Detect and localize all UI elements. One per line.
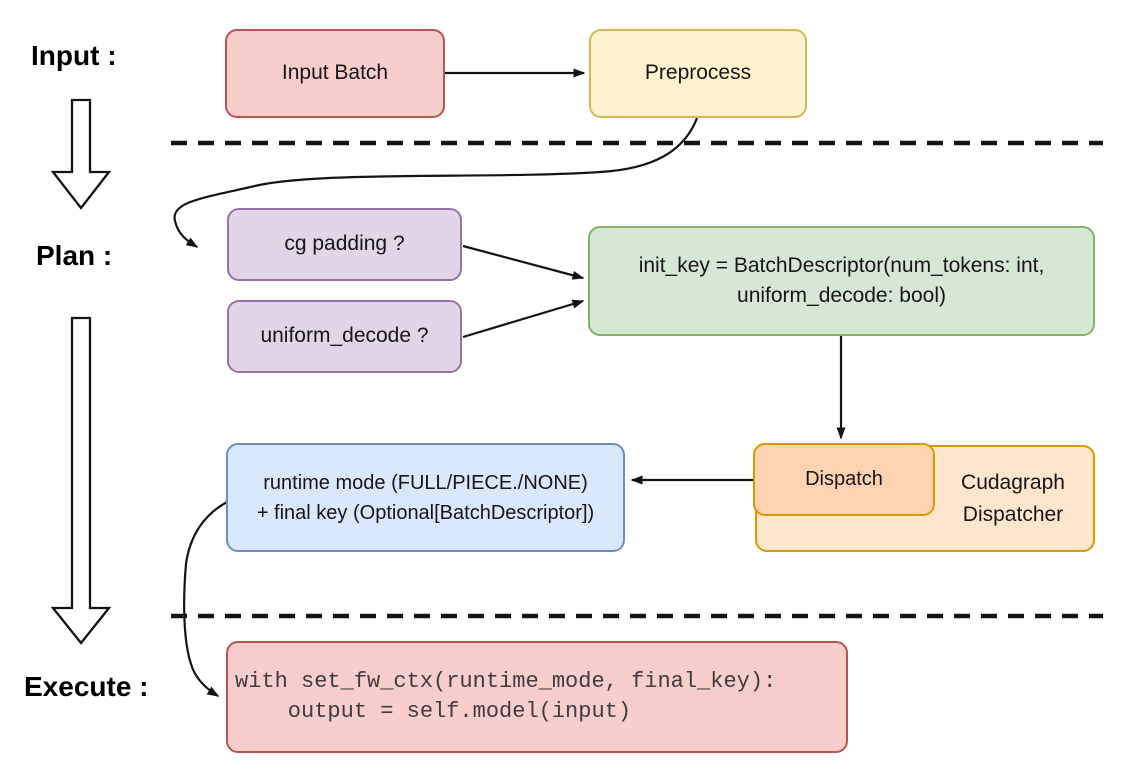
node-runtime-mode-line2: + final key (Optional[BatchDescriptor])	[256, 501, 595, 524]
node-cg-padding: cg padding ?	[227, 208, 462, 281]
arrow-uniform-decode-to-init-key	[462, 299, 585, 339]
stage-label-plan: Plan :	[36, 240, 113, 271]
node-preprocess-label: Preprocess	[644, 61, 752, 85]
node-execute-code-line2: output = self.model(input)	[235, 699, 632, 724]
node-init-key-line1: init_key = BatchDescriptor(num_tokens: i…	[638, 254, 1045, 277]
node-uniform-decode-label: uniform_decode ?	[260, 324, 429, 348]
node-uniform-decode: uniform_decode ?	[227, 300, 462, 373]
node-execute-code-line1: with set_fw_ctx(runtime_mode, final_key)…	[235, 669, 777, 694]
node-cg-padding-label: cg padding ?	[284, 232, 405, 256]
node-dispatch-label: Dispatch	[805, 468, 883, 490]
node-init-key-line2: uniform_decode: bool)	[737, 284, 946, 307]
node-cudagraph-dispatcher-line1: Cudagraph	[961, 470, 1065, 494]
node-cudagraph-dispatcher-text: Cudagraph Dispatcher	[933, 447, 1093, 550]
node-runtime-mode-line1: runtime mode (FULL/PIECE./NONE)	[263, 471, 588, 494]
stage-arrow-plan-to-execute-icon	[50, 316, 112, 645]
node-dispatch: Dispatch	[753, 443, 935, 516]
node-execute-code: with set_fw_ctx(runtime_mode, final_key)…	[226, 641, 848, 753]
node-preprocess: Preprocess	[589, 29, 807, 118]
node-cudagraph-dispatcher-line2: Dispatcher	[962, 502, 1064, 526]
arrow-runtime-mode-to-execute-code	[183, 499, 232, 697]
stage-label-input: Input :	[31, 40, 117, 71]
arrow-cg-padding-to-init-key	[462, 244, 585, 280]
node-runtime-mode: runtime mode (FULL/PIECE./NONE) + final …	[226, 443, 625, 552]
node-init-key: init_key = BatchDescriptor(num_tokens: i…	[588, 226, 1095, 336]
arrow-preprocess-to-cg-padding	[173, 117, 699, 248]
node-input-batch-label: Input Batch	[281, 61, 389, 85]
node-input-batch: Input Batch	[225, 29, 445, 118]
stage-arrow-input-to-plan-icon	[50, 98, 112, 210]
stage-label-execute: Execute :	[24, 671, 149, 702]
